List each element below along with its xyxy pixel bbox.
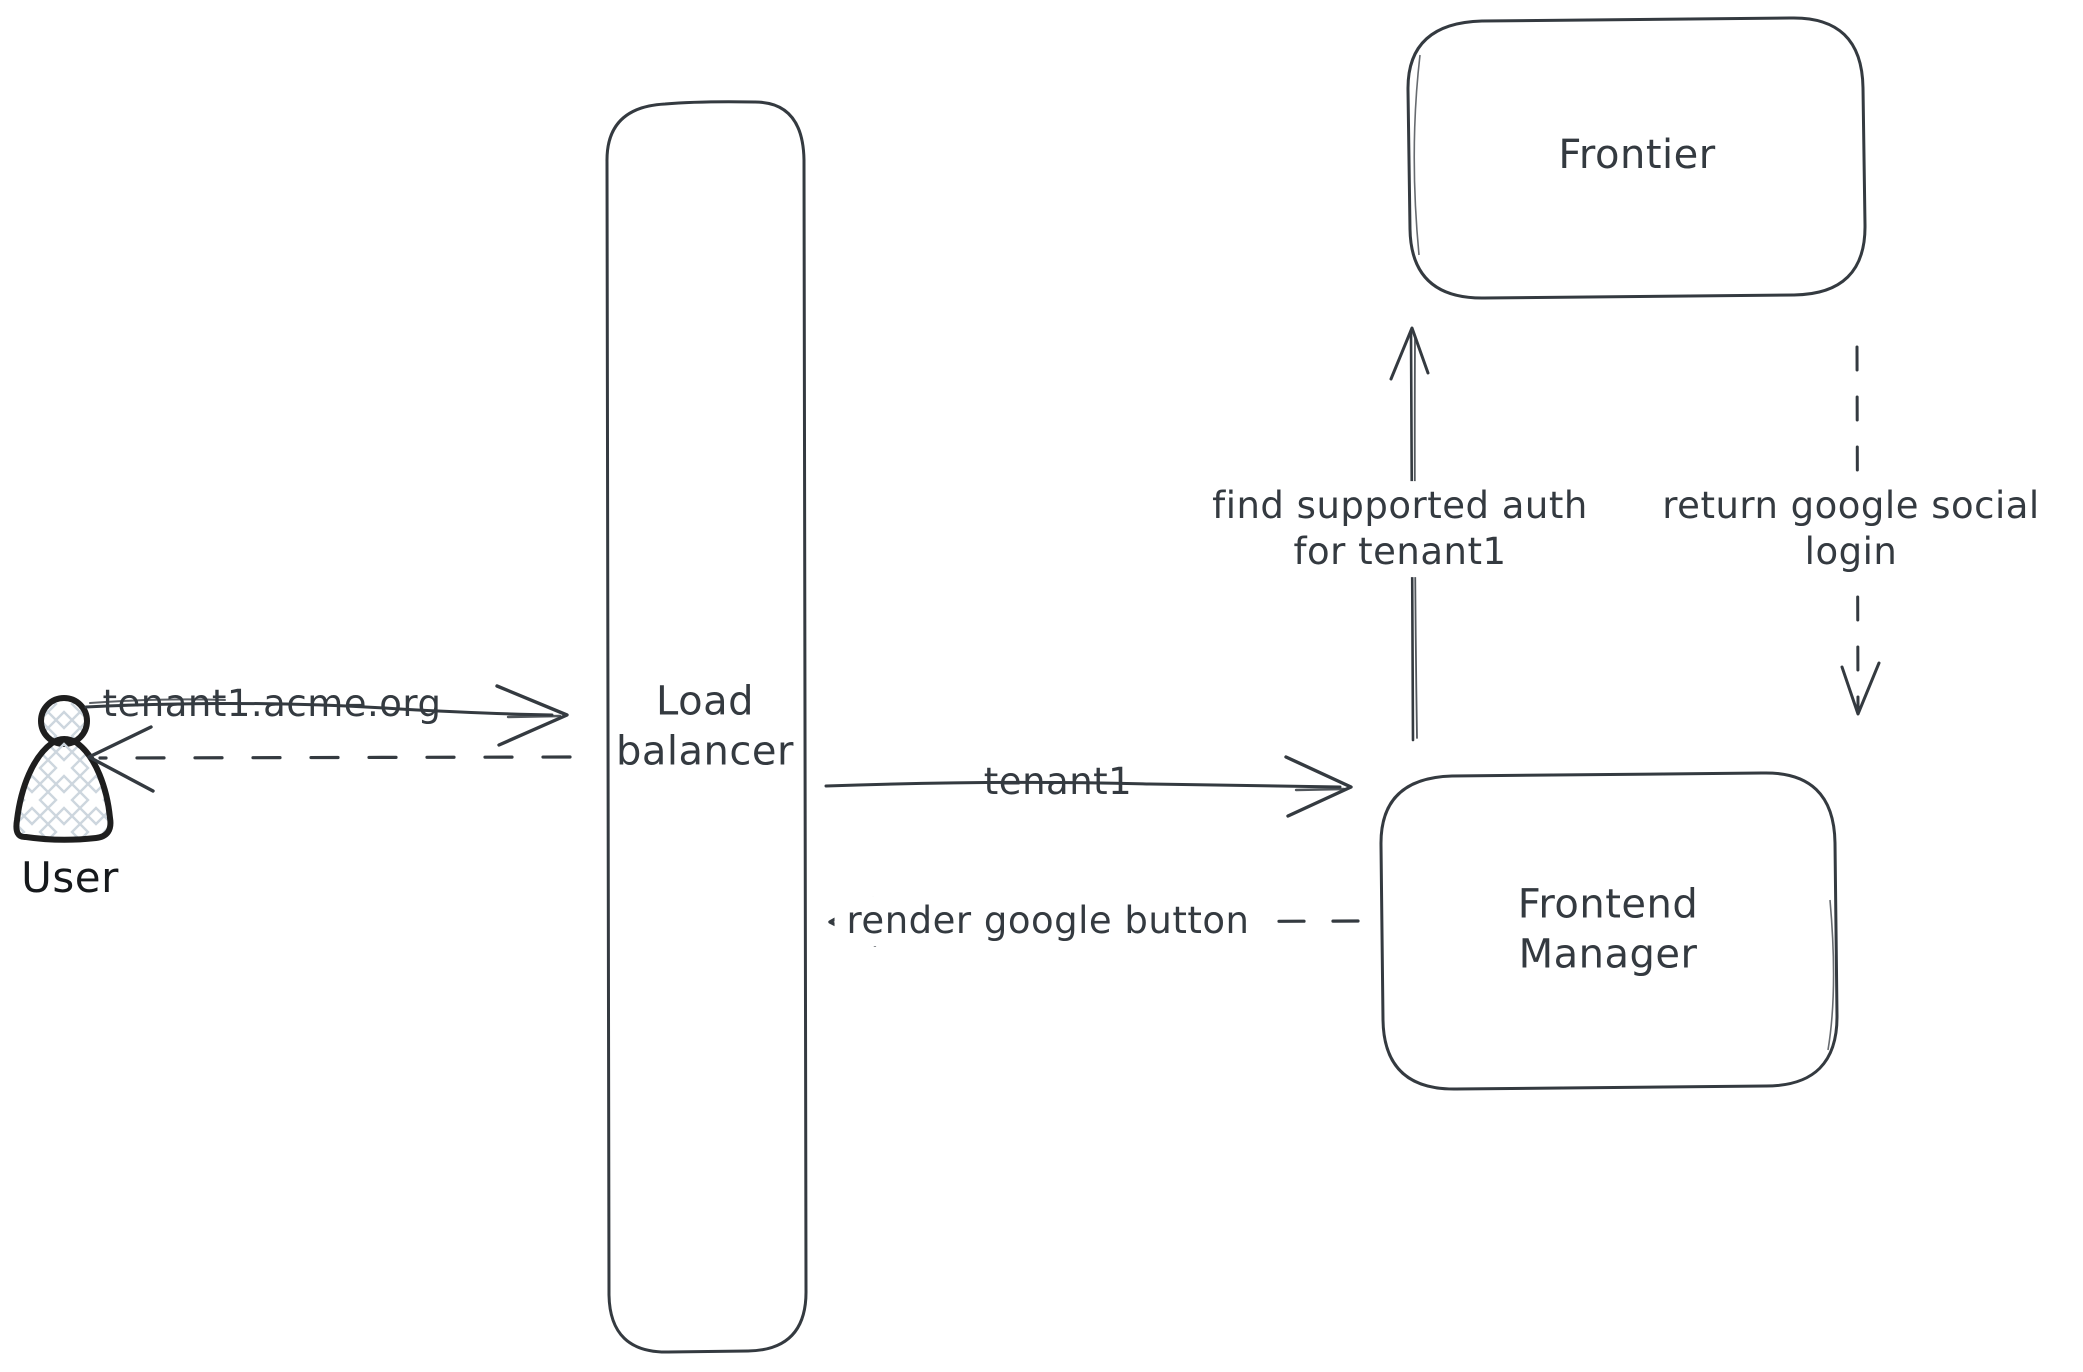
edge-label-render-google-button: render google button <box>834 896 1262 946</box>
edge-label-return-google-social-login: return google social login <box>1650 481 2052 577</box>
return-google-social-login-line1: return google social <box>1662 484 2040 528</box>
return-google-social-login-line2: login <box>1804 530 1898 573</box>
user-label: User <box>21 852 119 902</box>
load-balancer-label-line1: Load <box>656 678 754 725</box>
arrow-tenant-route <box>824 755 1353 818</box>
load-balancer-box <box>605 100 808 1354</box>
arrow-request-domain <box>84 684 569 747</box>
frontend-manager-label-line2: Manager <box>1518 931 1698 977</box>
find-supported-auth-line2: for tenant1 <box>1293 530 1507 573</box>
frontend-manager-label-line1: Frontend <box>1517 881 1699 928</box>
edge-label-request-domain: tenant1.acme.org <box>102 682 442 726</box>
edge-label-find-supported-auth: find supported auth for tenant1 <box>1200 481 1600 577</box>
load-balancer-label: Load balancer <box>616 677 794 776</box>
arrow-response-to-user <box>87 725 572 793</box>
load-balancer-label-line2: balancer <box>616 728 794 774</box>
frontend-manager-label: Frontend Manager <box>1518 880 1699 979</box>
arrow-return-google-social-login <box>1840 345 1881 716</box>
frontier-box <box>1406 16 1867 300</box>
frontier-box-sketch-stroke <box>1413 54 1421 256</box>
frontend-manager-box <box>1379 771 1839 1091</box>
find-supported-auth-line1: find supported auth <box>1212 484 1588 528</box>
user-body <box>13 736 114 843</box>
user-icon <box>13 695 114 843</box>
frontier-label: Frontier <box>1558 132 1716 179</box>
frontend-manager-box-sketch-stroke <box>1827 899 1835 1051</box>
edge-label-tenant-route: tenant1 <box>983 760 1133 804</box>
